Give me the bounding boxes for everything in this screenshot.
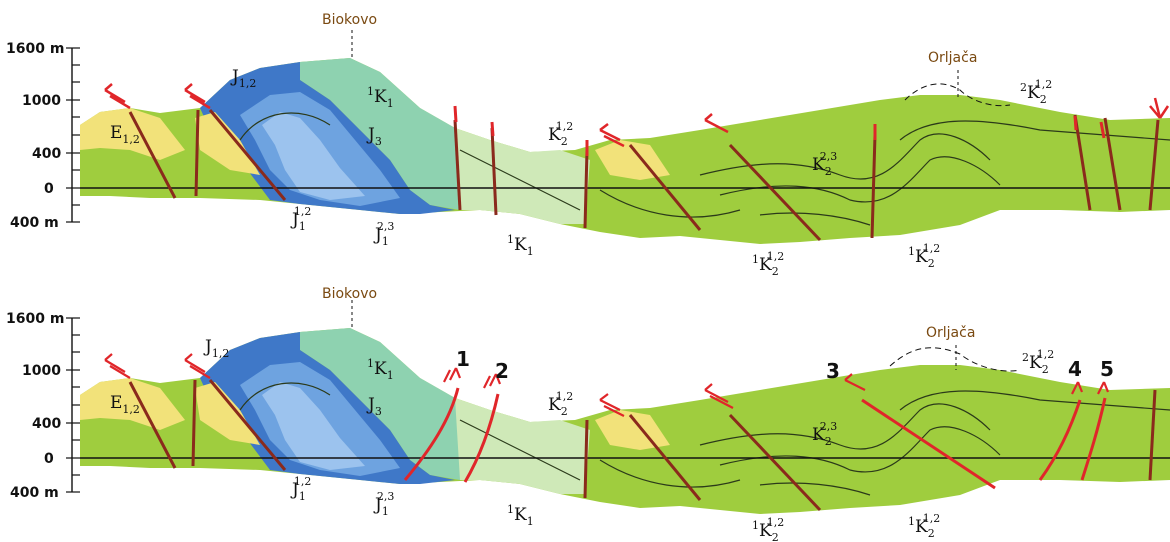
fault-number-5: 5: [1100, 357, 1114, 381]
fault-arrows: [104, 353, 1110, 417]
unit-label: J12,3: [373, 220, 394, 248]
axis-tick-label: 0: [44, 181, 54, 197]
axis-tick-label: 400 m: [10, 215, 59, 231]
unit-label: J1,2: [203, 337, 229, 360]
faults-brown: [128, 379, 1157, 512]
fault-number-3: 3: [826, 359, 840, 383]
unit-label: 1K21,2: [752, 516, 784, 542]
fault-1: [403, 387, 460, 481]
fault-4: [1038, 399, 1082, 481]
faults-highlighted: [403, 387, 1107, 490]
fault-tips-red: [453, 105, 1106, 156]
axis-ticks: [66, 47, 80, 223]
unit-label: J3: [366, 395, 382, 418]
unit-label: E1,2: [110, 393, 140, 416]
place-label-orljaca: Orljača: [928, 50, 977, 66]
axis-tick-label: 400: [32, 146, 61, 162]
unit-labels: J1,2 E1,2 1K1 J3 K21,2 2K21,2 K22,3 J11,…: [110, 67, 1052, 278]
fault-5: [1080, 397, 1107, 481]
place-label-biokovo: Biokovo: [322, 286, 377, 302]
layer-cretaceous-teal: [300, 328, 460, 480]
unit-label: 1K1: [507, 233, 534, 258]
fault-number-4: 4: [1068, 357, 1082, 381]
unit-label: 1K21,2: [908, 512, 940, 540]
unit-label: 1K1: [367, 85, 394, 110]
axis-tick-label: 0: [44, 451, 54, 467]
layer-eocene-middle: [195, 112, 260, 175]
axis-tick-label: 1600 m: [6, 311, 64, 327]
axis-tick-label: 1000: [22, 363, 61, 379]
unit-label: J1,2: [230, 67, 256, 90]
fault-2: [463, 393, 500, 483]
layer-cretaceous-teal: [300, 58, 460, 210]
unit-labels: J1,2 E1,2 1K1 J3 K21,2 2K21,2 K22,3 J11,…: [110, 337, 1054, 542]
axis-tick-label: 400 m: [10, 485, 59, 501]
faults-brown: [128, 109, 1160, 242]
axis-tick-label: 1000: [22, 93, 61, 109]
axis-tick-label: 1600 m: [6, 41, 64, 57]
unit-label: K22,3: [812, 420, 837, 448]
layer-eocene-west: [80, 108, 185, 160]
unit-label: K22,3: [812, 150, 837, 178]
fault-number-2: 2: [495, 359, 509, 383]
fold-lines: [239, 382, 1170, 496]
place-label-orljaca: Orljača: [926, 325, 975, 341]
eroded-outline: [889, 347, 1021, 372]
cross-section-annotated: 1600 m 1000 400 0 400 m Biokovo Orljača …: [6, 286, 1170, 542]
unit-label: 1K21,2: [908, 242, 940, 270]
unit-label: 1K21,2: [752, 250, 784, 278]
layer-eocene-west: [80, 378, 185, 430]
unit-label: J11,2: [290, 205, 311, 233]
unit-label: K21,2: [548, 390, 573, 418]
cross-section-original: 1600 m 1000 400 0 400 m Biokovo Orljača …: [6, 12, 1170, 278]
fold-lines: [239, 112, 1170, 226]
unit-label: J11,2: [290, 475, 311, 503]
layer-jurassic-light: [262, 382, 365, 470]
axis-tick-label: 400: [32, 416, 61, 432]
layer-eocene-middle: [195, 382, 260, 445]
unit-label: 1K1: [507, 503, 534, 528]
fault-arrows: [104, 83, 1170, 148]
unit-label: 1K1: [367, 357, 394, 382]
layer-cretaceous-pale: [420, 108, 590, 224]
unit-label: J3: [366, 125, 382, 148]
eroded-outline: [904, 83, 1011, 107]
unit-label: J12,3: [373, 490, 394, 518]
place-label-biokovo: Biokovo: [322, 12, 377, 28]
unit-label: 2K21,2: [1022, 348, 1054, 376]
layer-cretaceous-pale: [420, 378, 590, 494]
fault-3: [861, 398, 996, 490]
axis-ticks: [66, 317, 80, 493]
fault-number-1: 1: [456, 347, 470, 371]
unit-label: E1,2: [110, 123, 140, 146]
unit-label: K21,2: [548, 120, 573, 148]
layer-jurassic-light: [262, 112, 365, 200]
unit-label: 2K21,2: [1020, 78, 1052, 106]
